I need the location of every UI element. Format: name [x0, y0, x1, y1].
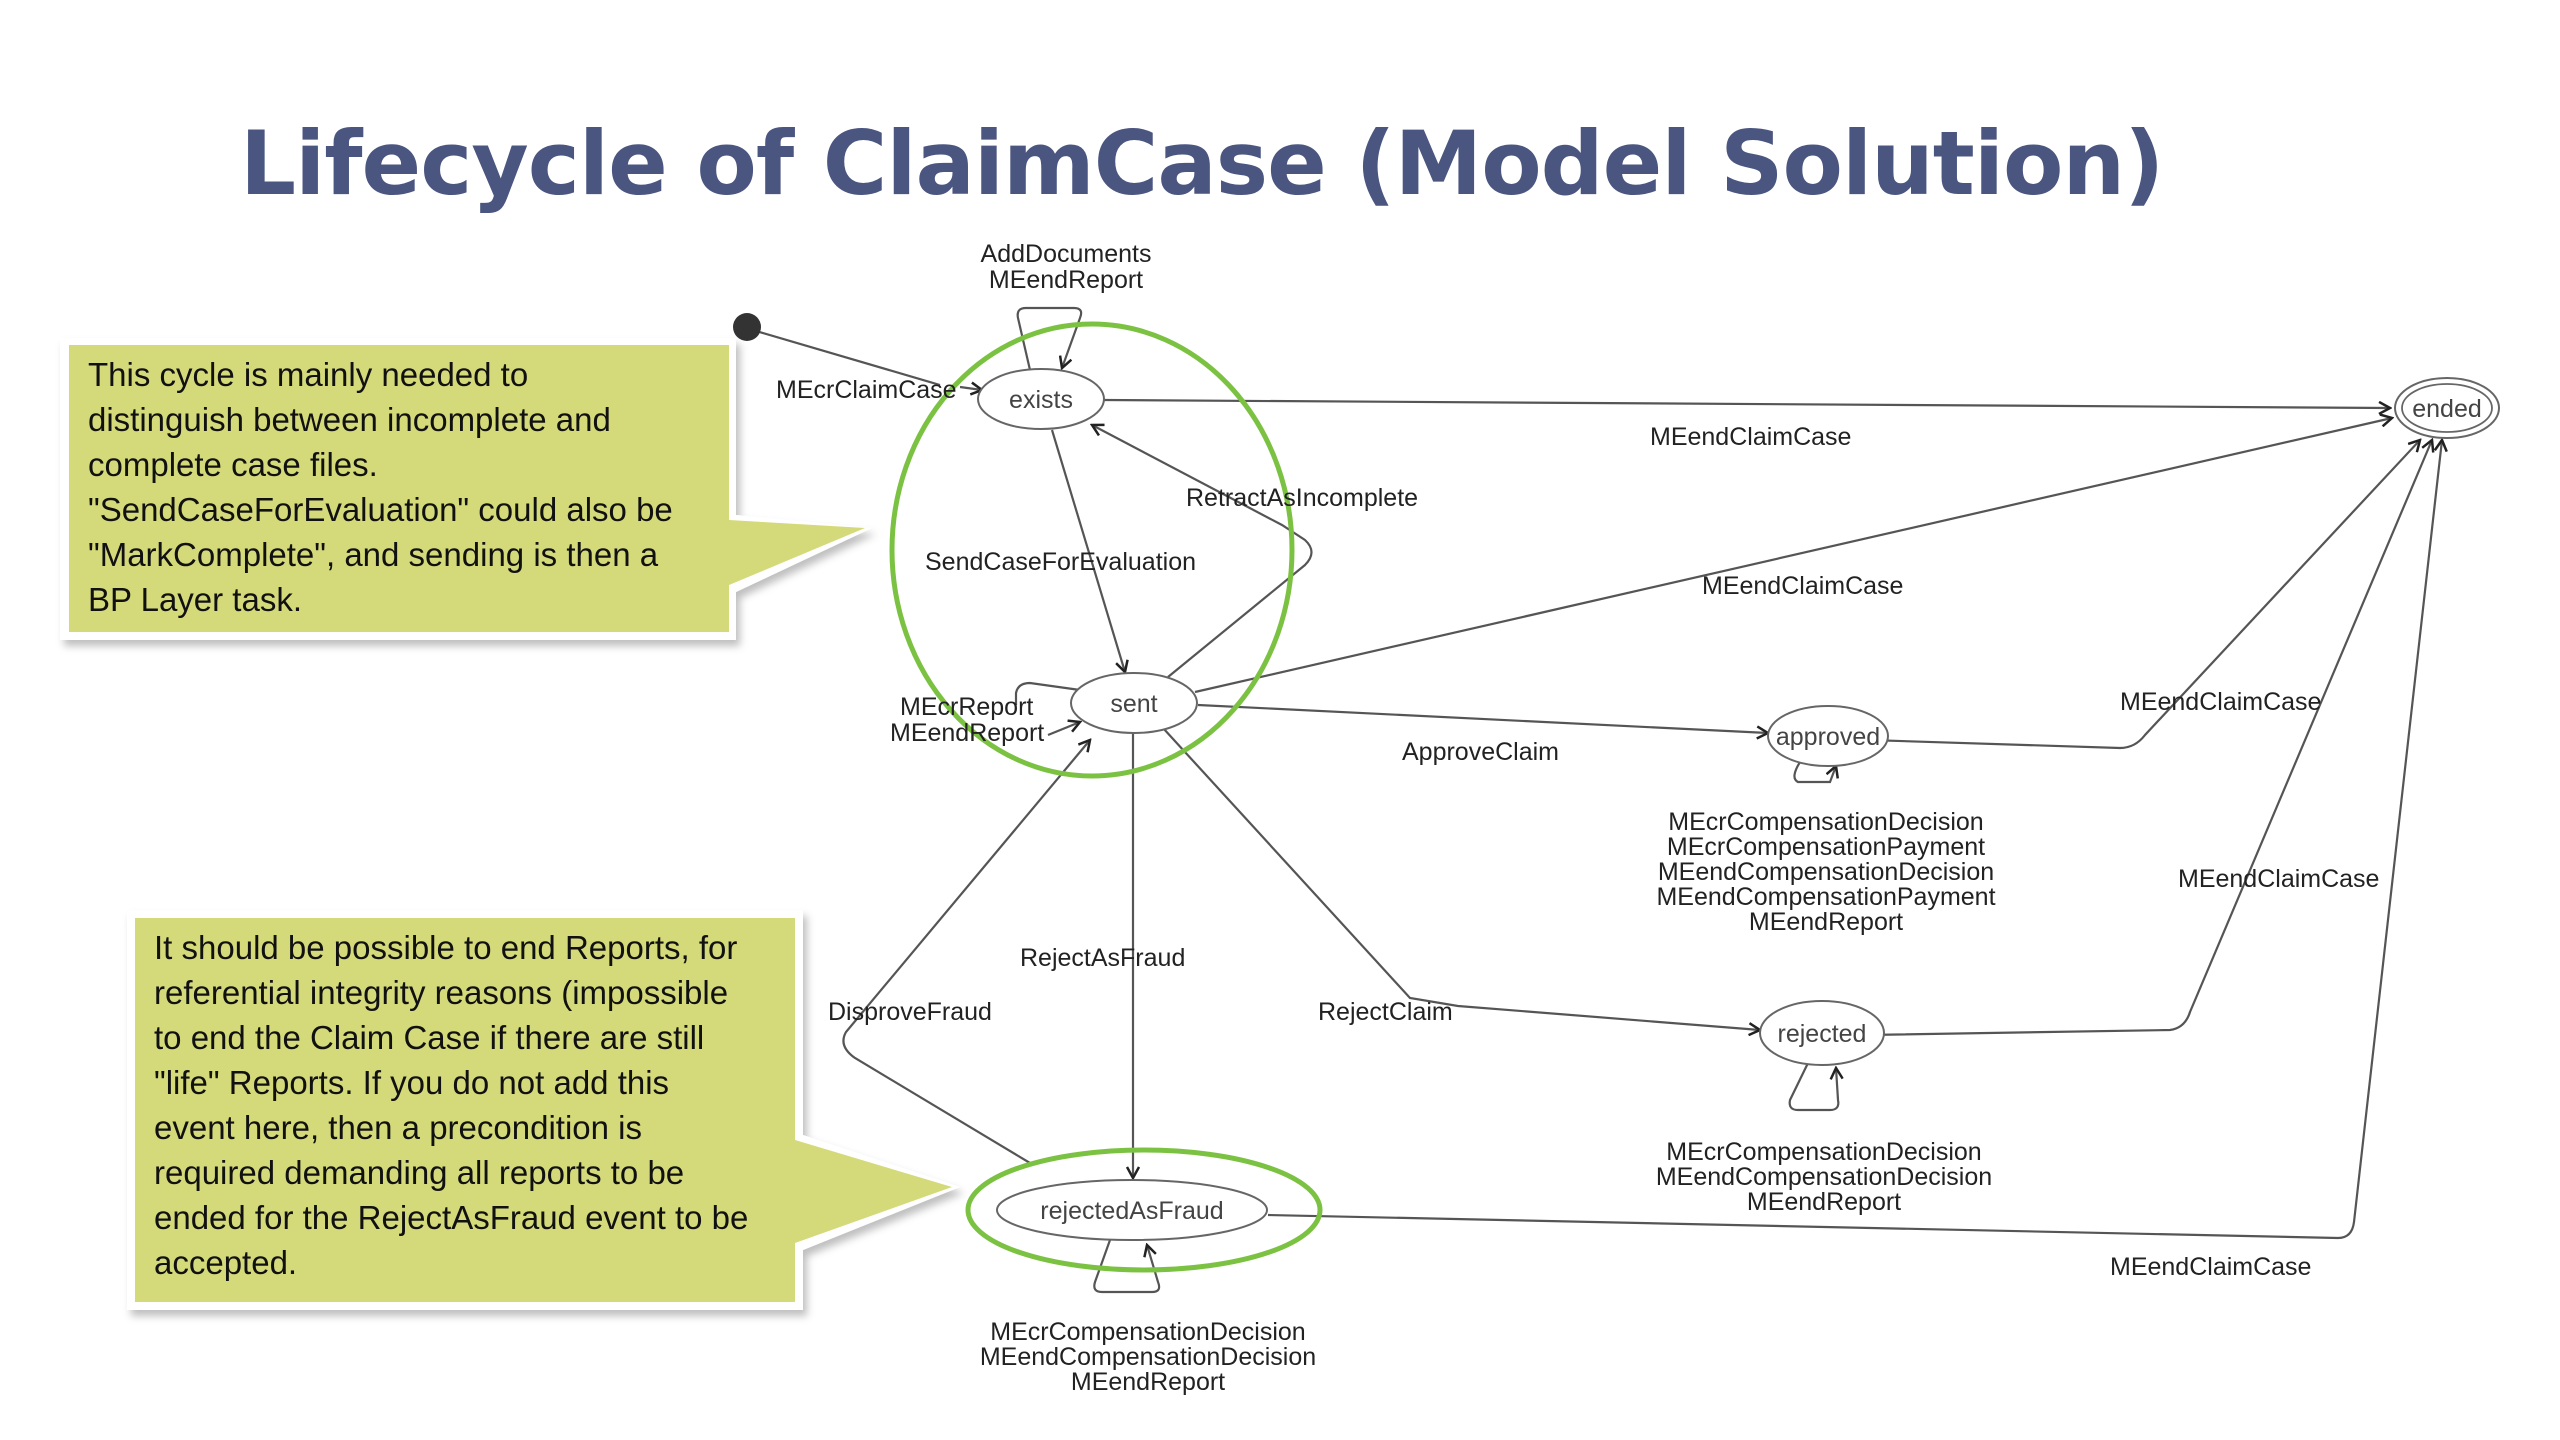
state-exists-label: exists — [1009, 386, 1073, 414]
callout-reports-shape — [127, 910, 960, 1310]
edge-rejected-self — [1788, 1062, 1839, 1112]
edge-sent-self-arrow — [1047, 722, 1080, 737]
label-exists-ended: MEendClaimCase — [1650, 423, 1851, 451]
state-rejectedAsFraud[interactable]: rejectedAsFraud — [996, 1179, 1268, 1241]
label-approved-self-3: MEendCompensationDecision — [1658, 858, 1994, 886]
state-rejectedAsFraud-label: rejectedAsFraud — [1040, 1197, 1223, 1225]
label-exists-self-1: AddDocuments — [981, 240, 1152, 268]
state-exists[interactable]: exists — [977, 368, 1105, 430]
transition-labels: MEcrClaimCase AddDocuments MEendReport M… — [776, 240, 2379, 1396]
initial-state-dot — [733, 313, 761, 341]
edge-exists-ended — [1103, 398, 2390, 408]
state-rejected[interactable]: rejected — [1759, 1000, 1885, 1066]
state-approved[interactable]: approved — [1767, 705, 1889, 767]
label-sent-rejected: RejectClaim — [1318, 998, 1453, 1026]
edges — [755, 306, 2442, 1294]
state-ended-label: ended — [2412, 395, 2482, 423]
label-approved-self-4: MEendCompensationPayment — [1656, 883, 1995, 911]
label-rejected-ended: MEendClaimCase — [2178, 865, 2379, 893]
highlight-cycle-ellipse — [889, 321, 1295, 779]
label-sent-ended: MEendClaimCase — [1702, 572, 1903, 600]
label-sent-self-1: MEcrReport — [900, 693, 1033, 721]
slide-title: Lifecycle of ClaimCase (Model Solution) — [240, 112, 2164, 215]
edge-rejectedAsFraud-sent — [842, 740, 1090, 1164]
label-sent-self-2: MEendReport — [890, 719, 1044, 747]
callout-cycle-shape — [60, 338, 872, 640]
label-sent-exists: RetractAsIncomplete — [1186, 484, 1418, 512]
edge-initial-exists-arrow — [959, 387, 982, 390]
label-approved-self-5: MEendReport — [1749, 908, 1903, 936]
label-rejected-self-3: MEendReport — [1747, 1188, 1901, 1216]
edge-approved-self — [1793, 761, 1836, 784]
edge-sent-ended — [1194, 418, 2392, 694]
state-sent[interactable]: sent — [1070, 672, 1198, 734]
label-sent-approved: ApproveClaim — [1402, 738, 1559, 766]
edge-sent-self — [1014, 681, 1081, 705]
highlight-rejectedAsFraud-ellipse — [965, 1147, 1323, 1273]
label-sent-rejectedAsFraud: RejectAsFraud — [1020, 944, 1185, 972]
edge-exists-self — [1016, 306, 1083, 370]
edge-sent-approved — [1197, 703, 1768, 733]
label-approved-ended: MEendClaimCase — [2120, 688, 2321, 716]
callout-cycle-text: This cycle is mainly needed to distingui… — [88, 356, 673, 618]
label-approved-self-2: MEcrCompensationPayment — [1667, 833, 1985, 861]
edge-rejected-ended — [1865, 440, 2432, 1037]
edge-approved-ended — [1867, 440, 2420, 750]
state-ended[interactable]: ended — [2394, 377, 2500, 439]
state-rejected-label: rejected — [1778, 1020, 1867, 1048]
label-rejected-self-1: MEcrCompensationDecision — [1666, 1138, 1981, 1166]
state-approved-label: approved — [1776, 723, 1880, 751]
edge-rejectedAsFraud-self — [1093, 1239, 1161, 1294]
label-initial-exists: MEcrClaimCase — [776, 376, 957, 404]
label-rejected-self-2: MEendCompensationDecision — [1656, 1163, 1992, 1191]
label-approved-self-1: MEcrCompensationDecision — [1668, 808, 1983, 836]
label-rejectedAsFraud-sent: DisproveFraud — [828, 998, 992, 1026]
edge-rejectedAsFraud-ended — [1267, 440, 2442, 1240]
label-exists-sent: SendCaseForEvaluation — [925, 548, 1196, 576]
label-exists-self-2: MEendReport — [989, 266, 1143, 294]
label-rejectedAsFraud-self-3: MEendReport — [1071, 1368, 1225, 1396]
callout-reports-text: It should be possible to end Reports, fo… — [154, 929, 749, 1281]
edge-sent-rejected — [1162, 727, 1760, 1030]
label-rejectedAsFraud-ended: MEendClaimCase — [2110, 1253, 2311, 1281]
label-rejectedAsFraud-self-2: MEendCompensationDecision — [980, 1343, 1316, 1371]
edge-sent-exists — [1092, 425, 1313, 678]
label-rejectedAsFraud-self-1: MEcrCompensationDecision — [990, 1318, 1305, 1346]
state-sent-label: sent — [1110, 690, 1157, 718]
edge-initial-exists — [755, 329, 941, 387]
edge-exists-sent — [1050, 429, 1125, 672]
